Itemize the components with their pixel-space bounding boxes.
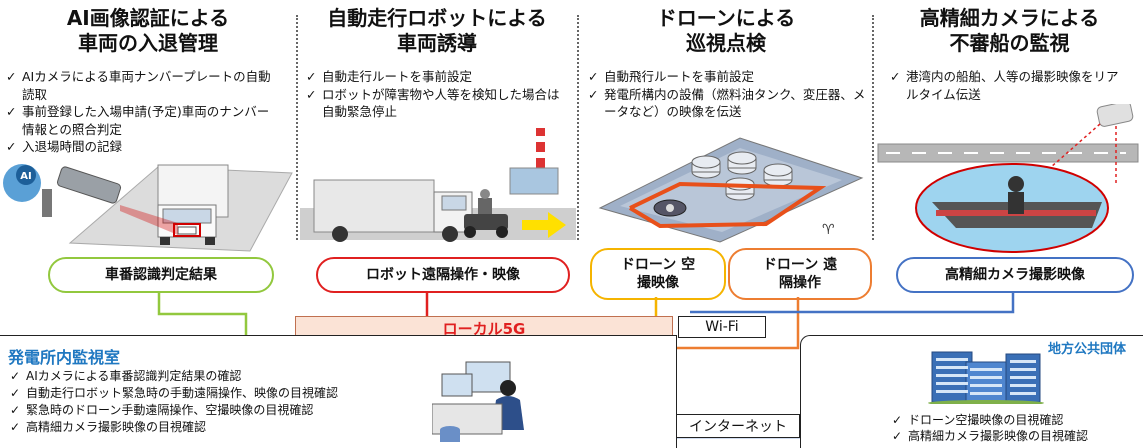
label-robot-remote-text: ロボット遠隔操作・映像 [366,267,520,283]
column-2-title-line2: 車両誘導 [397,31,477,55]
column-1-bullet: AIカメラによる車両ナンバープレートの自動読取 [6,68,278,103]
local-gov-bullet: ドローン空撮映像の目視確認 [892,412,1140,428]
column-3-bullets: 自動飛行ルートを事前設定 発電所構内の設備（燃料油タンク、変圧器、メータなど）の… [588,68,868,121]
label-vehicle-recognition: 車番認識判定結果 [48,257,274,293]
local-gov-title: 地方公共団体 [1048,342,1127,357]
column-4-title-line2: 不審船の監視 [949,31,1070,55]
divider-2 [577,15,579,240]
column-4-bullets: 港湾内の船舶、人等の撮影映像をリアルタイム伝送 [890,68,1130,103]
column-2-bullet: ロボットが障害物や人等を検知した場合は自動緊急停止 [306,86,568,121]
wifi-label: Wi-Fi [705,319,739,335]
column-4-title: 高精細カメラによる 不審船の監視 [876,6,1143,56]
operator-workstation-illustration [432,361,524,442]
local5g-label: ローカル5G [442,319,526,338]
label-drone-aerial: ドローン 空撮映像 [590,248,726,300]
column-2-title-line1: 自動走行ロボットによる [327,6,547,30]
local-gov-bullet: 高精細カメラ撮影映像の目視確認 [892,428,1140,444]
internet-label: インターネット [689,419,787,435]
column-3-title: ドローンによる 巡視点検 [580,6,872,56]
column-3-title-line1: ドローンによる [656,6,796,30]
monitor-room-bullet: 高精細カメラ撮影映像の目視確認 [10,419,430,436]
column-1-bullet: 入退場時間の記録 [6,138,278,156]
column-4-bullet: 港湾内の船舶、人等の撮影映像をリアルタイム伝送 [890,68,1130,103]
building-icon [928,351,1044,404]
label-drone-remote: ドローン 遠隔操作 [728,248,872,300]
column-3-bullet: 自動飛行ルートを事前設定 [588,68,868,86]
label-robot-remote: ロボット遠隔操作・映像 [316,257,570,293]
label-hd-camera: 高精細カメラ撮影映像 [896,257,1134,293]
monitor-room-title: 発電所内監視室 [8,348,121,367]
column-1-bullets: AIカメラによる車両ナンバープレートの自動読取 事前登録した入場申請(予定)車両… [6,68,278,156]
column-1-title-line1: AI画像認証による [66,6,230,30]
monitor-room-bullet: AIカメラによる車番認識判定結果の確認 [10,368,430,385]
svg-text:♈: ♈ [822,222,835,238]
drone-plant-illustration: ♈ [598,137,864,243]
divider-1 [296,15,298,240]
local-gov-bullets: ドローン空撮映像の目視確認 高精細カメラ撮影映像の目視確認 [892,412,1140,444]
ai-badge: AI [20,171,31,182]
column-2-bullets: 自動走行ルートを事前設定 ロボットが障害物や人等を検知した場合は自動緊急停止 [306,68,568,121]
column-1-title: AI画像認証による 車両の入退管理 [0,6,296,56]
robot-truck-illustration [300,128,576,242]
column-3-title-line2: 巡視点検 [686,31,766,55]
label-drone-remote-text: ドローン 遠隔操作 [762,257,838,291]
monitor-room-bullets: AIカメラによる車番認識判定結果の確認 自動走行ロボット緊急時の手動遠隔操作、映… [10,368,430,436]
divider-3 [872,15,874,240]
label-drone-aerial-text: ドローン 空撮映像 [620,257,696,291]
monitor-room-bullet: 自動走行ロボット緊急時の手動遠隔操作、映像の目視確認 [10,385,430,402]
column-4-title-line1: 高精細カメラによる [919,6,1100,30]
ship-camera-illustration [877,104,1139,253]
label-vehicle-recognition-text: 車番認識判定結果 [105,267,217,283]
column-2-bullet: 自動走行ルートを事前設定 [306,68,568,86]
column-1-bullet: 事前登録した入場申請(予定)車両のナンバー情報との照合判定 [6,103,278,138]
column-3-bullet: 発電所構内の設備（燃料油タンク、変圧器、メータなど）の映像を伝送 [588,86,868,121]
column-2-title: 自動走行ロボットによる 車両誘導 [298,6,576,56]
wifi-box: Wi-Fi [678,316,766,338]
label-hd-camera-text: 高精細カメラ撮影映像 [945,267,1085,283]
monitor-room-bullet: 緊急時のドローン手動遠隔操作、空撮映像の目視確認 [10,402,430,419]
column-1-title-line2: 車両の入退管理 [78,31,218,55]
internet-box: インターネット [676,414,800,438]
ai-camera-illustration: AI [3,164,293,252]
